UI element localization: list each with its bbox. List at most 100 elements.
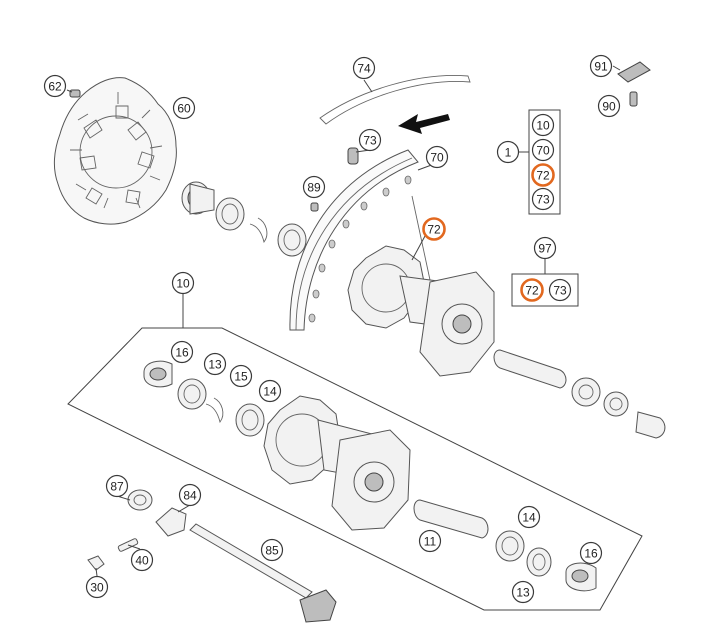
callout-72-highlighted: 72 xyxy=(422,217,446,241)
callout-60: 60 xyxy=(172,96,196,120)
callout-label: 62 xyxy=(48,80,62,94)
callout-label: 90 xyxy=(602,100,616,114)
callout-97: 97 xyxy=(533,236,557,260)
callout-circle xyxy=(130,548,154,572)
callout-circle xyxy=(531,163,555,187)
callout-label: 73 xyxy=(536,193,550,207)
hub-exploded xyxy=(263,395,411,531)
callout-10: 10 xyxy=(531,113,555,137)
callout-label: 16 xyxy=(584,547,598,561)
callout-circle xyxy=(172,96,196,120)
callout-13: 13 xyxy=(511,580,535,604)
lower-right-bearings xyxy=(495,530,597,592)
callout-label: 13 xyxy=(208,358,222,372)
callout-label: 16 xyxy=(175,346,189,360)
callout-circle xyxy=(229,364,253,388)
callout-10: 10 xyxy=(171,271,195,295)
callout-label: 73 xyxy=(363,134,377,148)
callout-13: 13 xyxy=(203,352,227,376)
callout-72-highlighted: 72 xyxy=(531,163,555,187)
callout-14: 14 xyxy=(517,505,541,529)
callout-90: 90 xyxy=(597,94,621,118)
callout-circle xyxy=(531,113,555,137)
callout-label: 70 xyxy=(536,144,550,158)
callout-circle xyxy=(418,529,442,553)
callout-73: 73 xyxy=(548,278,572,302)
callout-74: 74 xyxy=(352,56,376,80)
callout-label: 11 xyxy=(424,535,437,549)
callout-62: 62 xyxy=(43,74,67,98)
callout-circle xyxy=(517,505,541,529)
callout-circle xyxy=(258,379,282,403)
callout-circle xyxy=(425,145,449,169)
callout-label: 91 xyxy=(594,60,608,74)
callout-circle xyxy=(533,236,557,260)
callout-label: 89 xyxy=(307,181,321,195)
callout-label: 72 xyxy=(525,284,539,298)
rim xyxy=(289,149,431,331)
callout-1: 1 xyxy=(496,140,520,164)
callout-label: 10 xyxy=(536,119,550,133)
rim-tape xyxy=(319,75,471,125)
callout-label: 85 xyxy=(265,544,279,558)
callout-91: 91 xyxy=(589,54,613,78)
brake-disc xyxy=(53,77,177,225)
callout-72-highlighted: 72 xyxy=(520,278,544,302)
callout-label: 1 xyxy=(505,146,512,160)
callout-89: 89 xyxy=(302,175,326,199)
callout-label: 14 xyxy=(263,385,277,399)
rotation-arrow xyxy=(398,114,450,134)
callout-circle xyxy=(178,483,202,507)
callout-circle xyxy=(43,74,67,98)
callout-label: 13 xyxy=(516,586,530,600)
callout-30: 30 xyxy=(85,575,109,599)
spacer xyxy=(413,499,489,539)
callout-87: 87 xyxy=(105,474,129,498)
callout-70: 70 xyxy=(531,138,555,162)
upper-bearings xyxy=(181,181,307,257)
callout-label: 30 xyxy=(90,581,104,595)
callout-84: 84 xyxy=(178,483,202,507)
callout-circle xyxy=(422,217,446,241)
hub-kit-box xyxy=(67,294,643,611)
kit-box-97 xyxy=(511,259,579,307)
callout-label: 60 xyxy=(177,102,191,116)
callout-label: 70 xyxy=(430,151,444,165)
callout-16: 16 xyxy=(579,541,603,565)
axle-parts xyxy=(87,489,337,623)
callout-circle xyxy=(302,175,326,199)
callout-layer: 62 60 74 73 70 89 72 91 90 1 10 70 72 73 97 72 73 10 16 13 1… xyxy=(43,54,621,604)
callout-label: 40 xyxy=(135,554,149,568)
callout-circle xyxy=(358,128,382,152)
callout-11: 11 xyxy=(418,529,442,553)
valve-cap-tool xyxy=(612,61,651,107)
callout-label: 72 xyxy=(427,223,441,237)
callout-circle xyxy=(548,278,572,302)
hub-assembled xyxy=(347,245,666,439)
callout-circle xyxy=(511,580,535,604)
disc-bolt xyxy=(66,89,81,98)
callout-label: 97 xyxy=(538,242,552,256)
valve xyxy=(347,147,359,165)
callout-circle xyxy=(170,340,194,364)
callout-label: 14 xyxy=(522,511,536,525)
callout-label: 87 xyxy=(110,480,124,494)
callout-40: 40 xyxy=(130,548,154,572)
callout-label: 74 xyxy=(357,62,371,76)
callout-circle xyxy=(260,538,284,562)
callout-label: 15 xyxy=(234,370,248,384)
callout-label: 73 xyxy=(553,284,567,298)
callout-label: 10 xyxy=(176,277,190,291)
callout-85: 85 xyxy=(260,538,284,562)
callout-circle xyxy=(597,94,621,118)
callout-circle xyxy=(579,541,603,565)
callout-73: 73 xyxy=(358,128,382,152)
callout-circle xyxy=(105,474,129,498)
callout-label: 84 xyxy=(183,489,197,503)
callout-circle xyxy=(352,56,376,80)
callout-73: 73 xyxy=(531,187,555,211)
callout-15: 15 xyxy=(229,364,253,388)
callout-label: 72 xyxy=(536,169,550,183)
callout-circle xyxy=(520,278,544,302)
